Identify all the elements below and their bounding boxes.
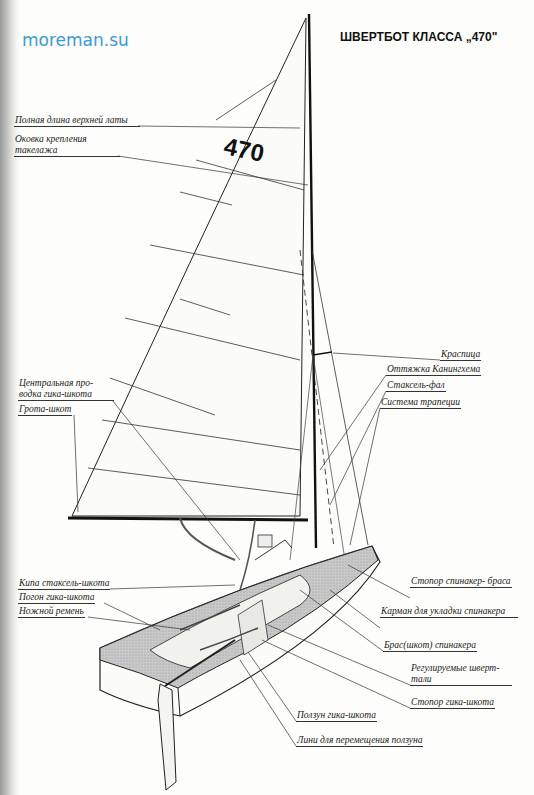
- diagram-title: ШВЕРТБОТ КЛАССА „470": [340, 30, 497, 44]
- part-label: Система трапеции: [380, 397, 461, 409]
- part-label: Стопор спинакер- браса: [410, 576, 512, 588]
- part-label: Ползун гика-шкота: [296, 710, 377, 722]
- part-label: Ножной ремень: [18, 606, 85, 618]
- part-label: Лини для перемещения ползуна: [296, 735, 423, 747]
- part-label: Оковка крепления такелажа: [14, 134, 120, 157]
- part-label: Кипа стаксель-шкота: [18, 578, 110, 590]
- part-label: Центральная про- водка гика-шкота: [18, 378, 114, 401]
- part-label: Регулируемые шверт-тали: [410, 663, 512, 686]
- part-label: Брас(шкот) спинакера: [383, 640, 477, 652]
- part-label: Оттяжка Канингхема: [386, 364, 481, 376]
- part-label: Стопор гика-шкота: [410, 697, 495, 709]
- part-label: Грота-шкот: [18, 404, 72, 416]
- part-label: Погон гика-шкота: [18, 592, 95, 604]
- watermark: moreman.su: [22, 30, 129, 50]
- part-label: Карман для укладки спинакера: [380, 606, 518, 618]
- part-label: Краспица: [440, 349, 481, 361]
- part-label: Стаксель-фал: [386, 380, 446, 392]
- part-label: Полная длина верхней латы: [14, 115, 140, 127]
